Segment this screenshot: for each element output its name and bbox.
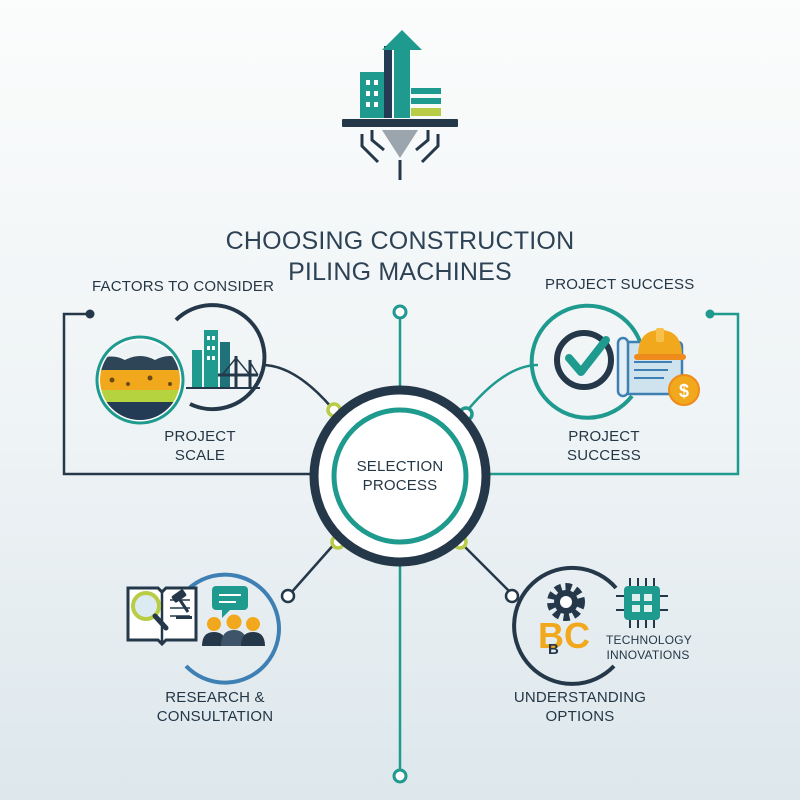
project-success-label: PROJECT SUCCESS xyxy=(567,428,641,464)
foundation-pile-icon xyxy=(342,119,458,180)
project-scale-label: PROJECT SCALE xyxy=(164,428,236,464)
hard-hat-icon xyxy=(634,328,686,360)
center-label: SELECTION PROCESS xyxy=(356,458,444,494)
gear-icon xyxy=(547,583,585,621)
people-icon xyxy=(202,614,265,646)
soil-layers-icon xyxy=(95,335,185,425)
research-consultation-node xyxy=(176,572,281,685)
research-consultation-label: RESEARCH & CONSULTATION xyxy=(156,689,274,725)
title-line-1: CHOOSING CONSTRUCTION xyxy=(225,227,575,255)
speech-bubble-icon xyxy=(212,586,248,618)
abc-small-letter: B xyxy=(548,641,559,658)
building-arrow-icon xyxy=(360,30,441,118)
technology-innovations-label: TECHNOLOGY INNOVATIONS xyxy=(606,633,693,662)
dollar-coin-icon: $ xyxy=(668,374,700,406)
gavel-icon xyxy=(171,589,192,619)
chip-icon xyxy=(616,578,668,628)
understanding-options-label: UNDERSTANDING OPTIONS xyxy=(513,689,647,725)
understanding-options-node xyxy=(512,565,618,686)
success-heading: PROJECT SUCCESS xyxy=(545,276,695,293)
project-success-node xyxy=(529,303,644,420)
title-line-2: PILING MACHINES xyxy=(288,258,512,287)
abc-letters-icon: BC B xyxy=(538,615,590,658)
abc-letters: BC xyxy=(538,615,590,656)
project-scale-node xyxy=(174,303,267,412)
skyline-bridge-icon xyxy=(186,330,260,389)
currency-symbol: $ xyxy=(679,381,689,401)
magnifier-icon xyxy=(131,591,169,631)
factors-heading: FACTORS TO CONSIDER xyxy=(92,278,275,295)
page-title: CHOOSING CONSTRUCTION PILING MACHINES xyxy=(150,226,650,289)
selection-process-hub xyxy=(309,385,491,567)
check-mark-icon xyxy=(554,330,614,390)
